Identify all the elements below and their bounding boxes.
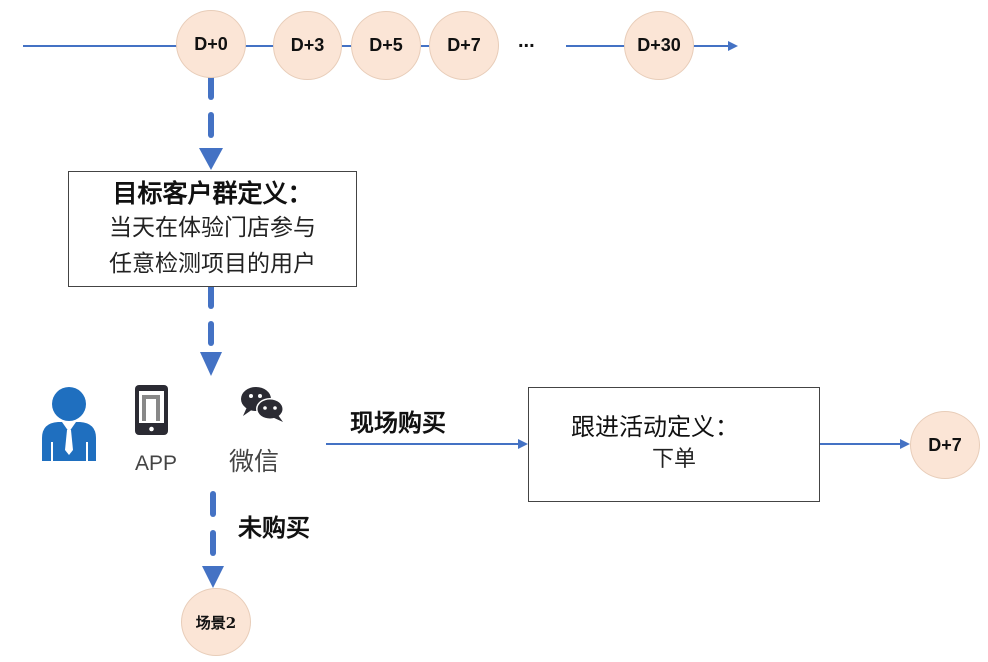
followup-activity-box: 跟进活动定义： 下单 [528, 387, 820, 502]
app-label: APP [135, 452, 178, 475]
timeline-node-d30: D+30 [624, 11, 694, 80]
user-icon [42, 387, 96, 461]
target-box-title: 目标客户群定义： [112, 179, 313, 208]
target-customer-box: 目标客户群定义： 当天在体验门店参与 任意检测项目的用户 [68, 171, 357, 287]
arrowhead [200, 352, 222, 376]
no-purchase-label: 未购买 [238, 513, 310, 542]
target-box-line2: 任意检测项目的用户 [109, 251, 316, 277]
target-box-line1: 当天在体验门店参与 [109, 215, 316, 241]
timeline-node-d7: D+7 [429, 11, 499, 80]
followup-node-d7: D+7 [910, 411, 980, 479]
timeline-ellipsis: ... [518, 30, 535, 52]
scene2-node: 场景2 [181, 588, 251, 656]
arrowhead [199, 148, 223, 170]
arrowhead [202, 566, 224, 588]
purchase-label: 现场购买 [350, 408, 446, 437]
wechat-icon [241, 387, 284, 422]
followup-box-body: 下单 [651, 447, 696, 472]
timeline-node-d5: D+5 [351, 11, 421, 80]
phone-icon [135, 385, 168, 435]
wechat-label: 微信 [229, 447, 280, 476]
timeline-node-d3: D+3 [273, 11, 342, 80]
followup-box-title: 跟进活动定义： [571, 413, 739, 441]
timeline-node-d0: D+0 [176, 10, 246, 78]
